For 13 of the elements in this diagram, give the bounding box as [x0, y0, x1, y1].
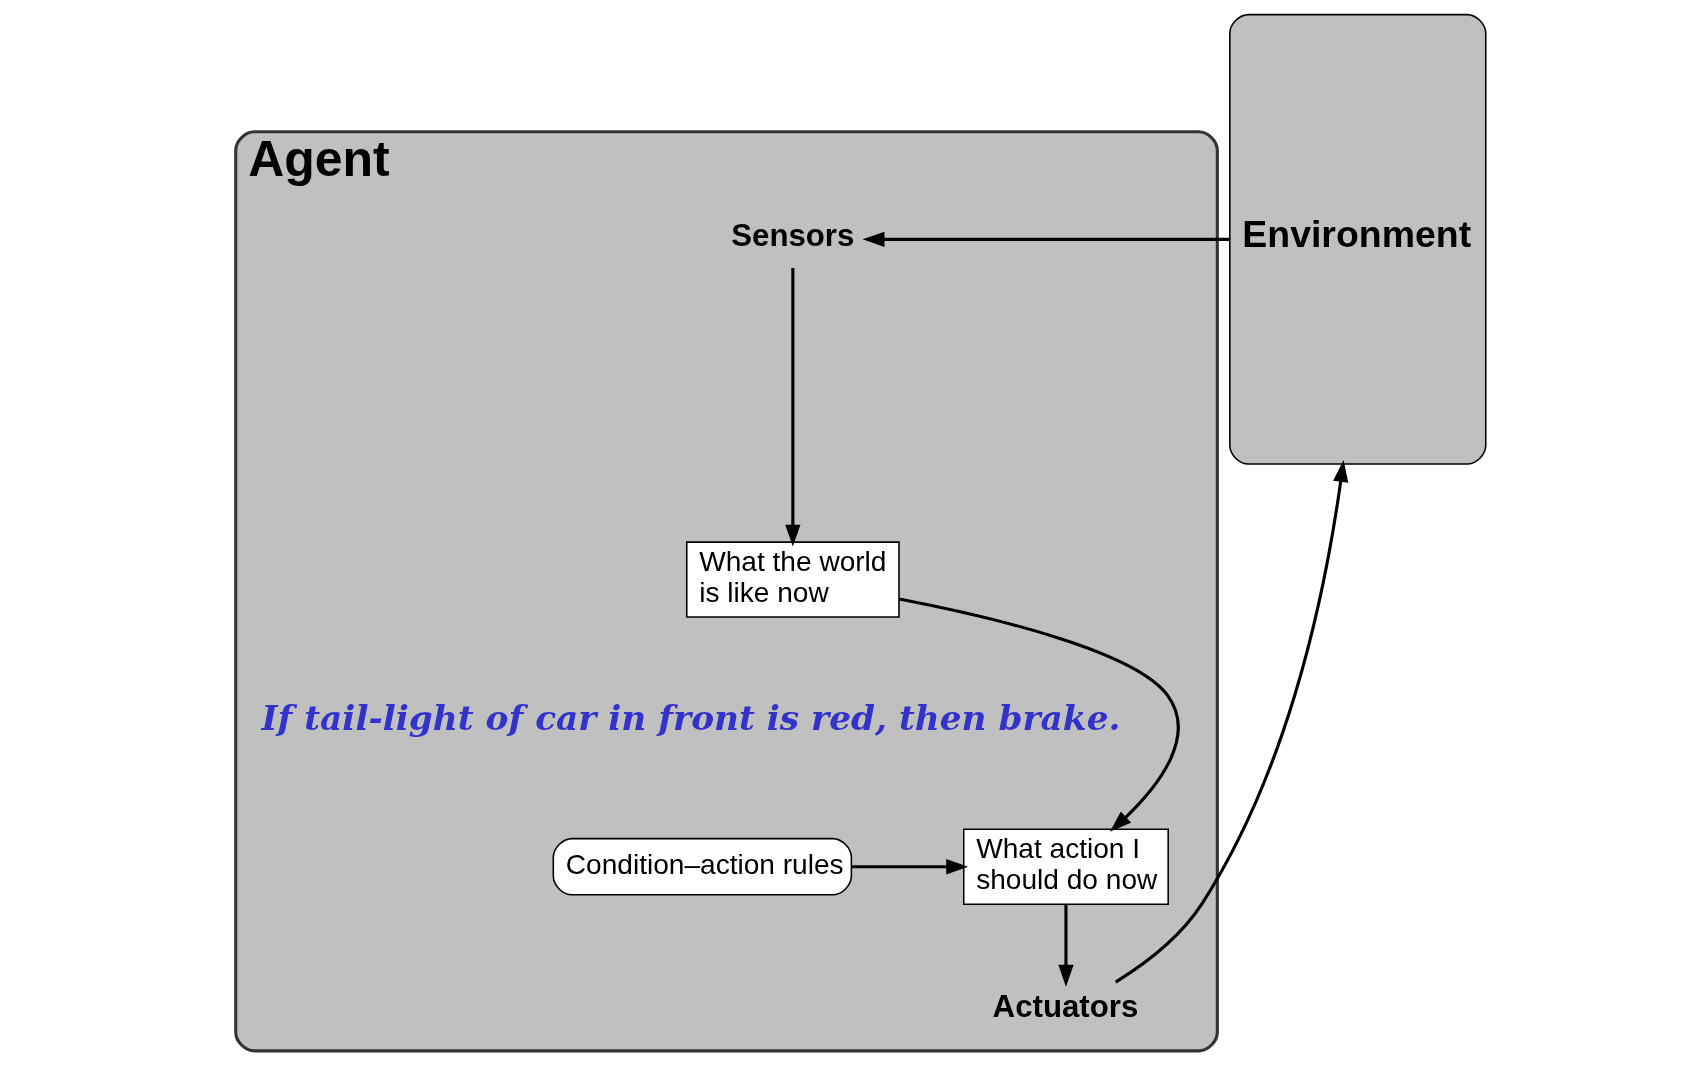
node-text: Sensors [730, 217, 854, 253]
arrow [784, 267, 800, 547]
arrow [898, 597, 1180, 832]
label: If tail-light of car in front is red, then brake. [260, 698, 1120, 739]
arrow [1057, 904, 1074, 987]
arrow [851, 859, 968, 875]
node-box: What action I should do now [962, 828, 1169, 905]
node-text: Actuators [992, 988, 1138, 1024]
arrow [1114, 459, 1348, 984]
node-box: Environment [1228, 13, 1487, 465]
node-box: What the world is like now [685, 541, 900, 618]
arrow [862, 231, 1229, 248]
node-box: Condition–action rules [552, 837, 852, 896]
